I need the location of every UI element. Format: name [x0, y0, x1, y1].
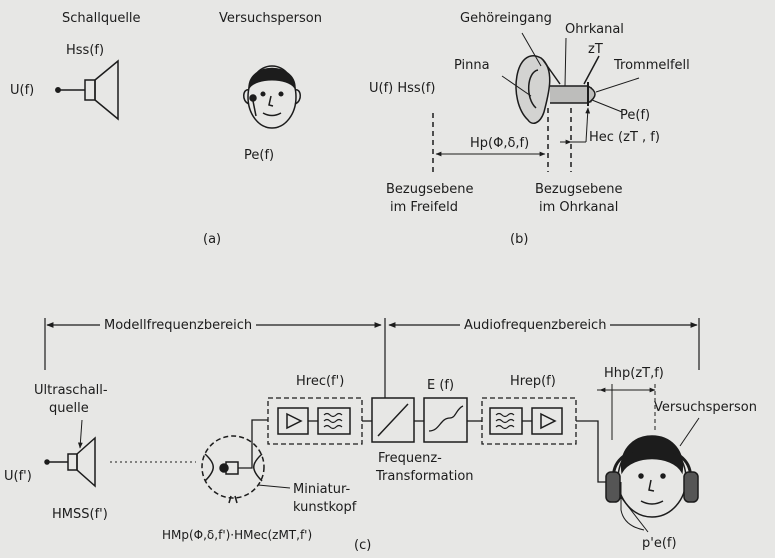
hp-label: Hp(Φ,δ,f) [470, 136, 530, 151]
subject-title: Versuchsperson [219, 11, 322, 26]
trommelfell-label: Trommelfell [614, 58, 690, 73]
u-hss-label: U(f) Hss(f) [369, 81, 436, 96]
headphones-icon [605, 417, 700, 533]
hss-label: Hss(f) [66, 43, 105, 58]
source-title: Schallquelle [62, 11, 141, 26]
ultrasound-line1: Ultraschall- [34, 383, 108, 398]
hrec-label: Hrec(f') [296, 374, 345, 389]
loudspeaker-icon [44, 436, 96, 488]
filter-icon [317, 407, 351, 435]
hp-hec-label: HMp(Φ,δ,f')·HMec(zMT,f') [162, 528, 313, 542]
ohrkanal-label: Ohrkanal [565, 22, 624, 37]
hhp-label: Hhp(zT,f) [604, 366, 664, 381]
panel-c-label: (c) [354, 538, 372, 553]
transform-line2: Transformation [376, 469, 474, 484]
pe-b-label: Pe(f) [620, 108, 651, 123]
miniature-line2: kunstkopf [293, 500, 357, 515]
model-range-label: Modellfrequenzbereich [100, 318, 257, 333]
ear-icon [515, 55, 600, 125]
hec-label: Hec (zT , f) [589, 130, 660, 145]
miniature-line1: Miniatur- [293, 482, 351, 497]
amplifier-icon [277, 407, 309, 435]
hss-m-label: HMSS(f') [52, 507, 108, 522]
transform-line1: Frequenz- [378, 451, 442, 466]
ref-free-line1: Bezugsebene [386, 182, 474, 197]
u-label: U(f) [10, 83, 35, 98]
panel-a-label: (a) [203, 232, 222, 247]
panel-b-label: (b) [510, 232, 529, 247]
pe-prime-label: p'e(f) [642, 536, 677, 551]
face-icon [243, 65, 301, 129]
loudspeaker-icon [55, 59, 119, 121]
subject-c-label: Versuchsperson [654, 400, 757, 415]
filter-icon [489, 407, 523, 435]
audio-range-label: Audiofrequenzbereich [460, 318, 611, 333]
ref-free-line2: im Freifeld [390, 200, 459, 215]
artificial-head-icon [201, 435, 291, 504]
ref-canal-line2: im Ohrkanal [539, 200, 619, 215]
e-f-label: E (f) [427, 378, 455, 393]
gehoereingang-label: Gehöreingang [460, 11, 552, 26]
ultrasound-line2: quelle [49, 401, 89, 416]
u-prime-label: U(f') [4, 469, 32, 484]
hrep-label: Hrep(f) [510, 374, 556, 389]
pinna-label: Pinna [454, 58, 490, 73]
ref-canal-line1: Bezugsebene [535, 182, 623, 197]
zt-label: zT [588, 42, 603, 57]
amplifier-icon [531, 407, 563, 435]
pe-label: Pe(f) [244, 148, 275, 163]
